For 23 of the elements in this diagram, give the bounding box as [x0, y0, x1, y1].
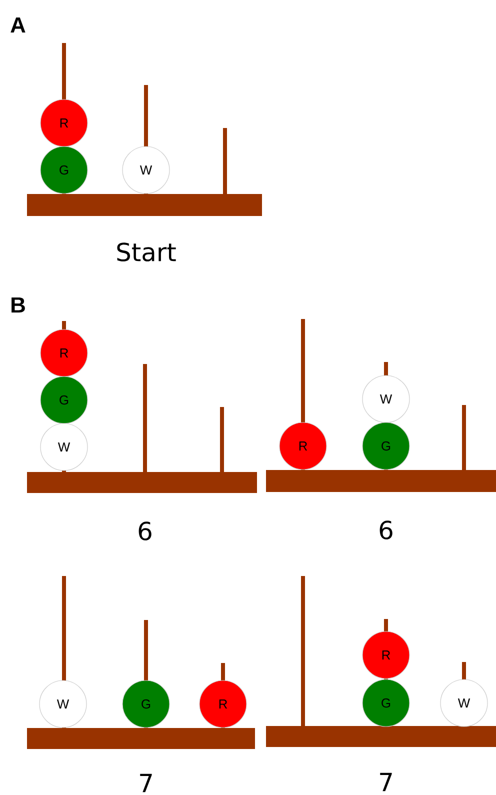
ball: G — [40, 376, 88, 424]
ball: R — [40, 329, 88, 377]
caption: 6 — [138, 522, 152, 540]
ball: R — [199, 680, 247, 728]
caption: 6 — [380, 520, 392, 540]
ball: G — [122, 680, 170, 728]
panel-letter: B — [12, 297, 25, 313]
ball: W — [40, 423, 88, 471]
caption: 7 — [140, 774, 152, 792]
ball: R — [362, 631, 410, 679]
ball: W — [122, 146, 170, 194]
ball: G — [40, 146, 88, 194]
node-label: W — [458, 698, 470, 708]
caption: Start — [117, 242, 176, 262]
caption: 7 — [380, 772, 392, 792]
ball: R — [279, 422, 327, 470]
ball: W — [440, 679, 488, 727]
panel-letter: A — [10, 17, 26, 33]
ball: W — [39, 680, 87, 728]
ball: G — [362, 422, 410, 470]
ball: R — [40, 99, 88, 147]
ball: W — [362, 375, 410, 423]
ball: G — [362, 679, 410, 727]
